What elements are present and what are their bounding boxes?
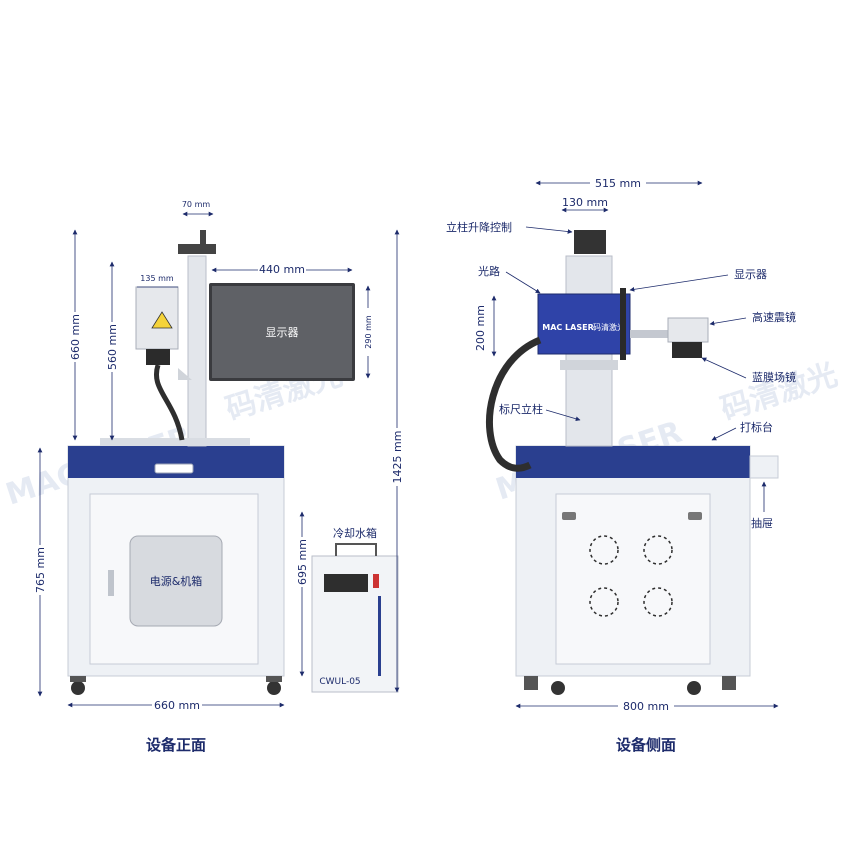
dim-chiller-height-bg [295, 537, 309, 587]
dim-column-height: 660 mm [69, 314, 82, 360]
drawer-handle [154, 463, 194, 474]
lift-handle-base [178, 244, 216, 254]
lift-handle [200, 230, 206, 246]
dim-total-height-bg [390, 428, 404, 486]
fan-2 [643, 535, 673, 565]
dim-base-width-bg [152, 697, 202, 711]
chiller-handle [335, 543, 377, 556]
label-display: 显示器 [734, 268, 767, 281]
front-foot-left [70, 676, 86, 682]
leader-lift-control [525, 226, 573, 234]
dim-side-top-width-bg [590, 176, 646, 190]
side-table-top [516, 446, 750, 478]
side-drawer [749, 455, 779, 479]
side-wheel-right [687, 681, 701, 695]
label-column: 标尺立柱 [499, 402, 543, 416]
dim-top-width: 70 mm [182, 200, 211, 209]
dim-display-width: 440 mm [259, 263, 305, 276]
front-view: 电源&机箱 显示器 冷却水箱 CWUL-05 70 mm 135 m [33, 200, 404, 754]
front-display-screen [212, 286, 352, 378]
dim-head-height-bg [105, 322, 119, 372]
dim-chiller-height: 695 mm [296, 539, 309, 585]
leader-optical-path [505, 271, 541, 294]
chiller-model: CWUL-05 [319, 677, 360, 687]
leader-column [545, 409, 581, 422]
dim-side-base-width: 800 mm [623, 700, 669, 713]
leader-table [711, 427, 737, 441]
column-bracket [560, 360, 618, 370]
side-foot-left [524, 676, 538, 690]
side-galvo [667, 317, 709, 343]
head-brand-en: MAC LASER [542, 323, 593, 332]
front-view-caption: 设备正面 [146, 736, 206, 754]
dim-side-head-height: 200 mm [474, 305, 487, 351]
dim-display-width-bg [258, 262, 306, 276]
door-lock [108, 570, 114, 596]
head-bracket [178, 368, 192, 380]
head-brand-cn: 码清激光 [593, 322, 625, 332]
dim-head-height: 560 mm [106, 324, 119, 370]
side-latch-right [688, 512, 702, 520]
fan-vents [589, 535, 673, 617]
side-display-edge [620, 288, 626, 360]
label-table: 打标台 [740, 420, 773, 434]
front-wheel-right [267, 681, 281, 695]
warning-icon [151, 311, 173, 329]
side-view-caption: 设备侧面 [616, 736, 676, 754]
side-cable [485, 336, 542, 472]
chiller-stripe [378, 596, 381, 676]
watermark-cn-2: 码清激光 [717, 357, 842, 427]
fan-4 [643, 587, 673, 617]
side-wheel-left [551, 681, 565, 695]
leader-field-lens [701, 357, 747, 379]
leader-display [629, 274, 729, 292]
side-foot-right [722, 676, 736, 690]
fan-1 [589, 535, 619, 565]
front-foot-right [266, 676, 282, 682]
dim-column-height-bg [68, 312, 82, 362]
dim-side-base-width-bg [618, 699, 674, 713]
chiller-indicator [373, 574, 379, 588]
front-column [187, 255, 207, 447]
dim-display-height-bg [362, 308, 374, 356]
side-laser-head [537, 293, 631, 355]
label-drawer: 抽屉 [751, 516, 773, 530]
label-optical-path: 光路 [478, 264, 500, 278]
chiller-panel [324, 574, 368, 592]
side-view: MAC LASER 码清激光 立柱升降控制 光路 显示器 高速震镜 蓝膜场镜 标… [446, 176, 796, 754]
work-plate [100, 438, 250, 446]
label-lift-control: 立柱升降控制 [446, 220, 512, 234]
dim-display-height: 290 mm [364, 315, 373, 349]
label-field-lens: 蓝膜场镜 [752, 370, 796, 384]
dim-cabinet-height: 765 mm [34, 547, 47, 593]
chiller-title: 冷却水箱 [333, 526, 377, 540]
front-cable [154, 364, 185, 441]
dim-lift-width: 130 mm [562, 196, 608, 209]
dim-base-width: 660 mm [154, 699, 200, 712]
side-field-lens [672, 342, 702, 358]
dim-cabinet-height-bg [33, 545, 47, 595]
label-galvo: 高速震镜 [752, 310, 796, 324]
front-wheel-left [71, 681, 85, 695]
dim-side-top-width: 515 mm [595, 177, 641, 190]
side-panel [555, 493, 711, 665]
power-box-window [129, 535, 223, 627]
front-laser-head [135, 286, 179, 350]
fan-3 [589, 587, 619, 617]
galvo-arm [630, 330, 670, 338]
front-display-label: 显示器 [266, 326, 299, 339]
dim-total-height: 1425 mm [391, 431, 404, 484]
front-field-lens [146, 349, 170, 365]
dim-head-width: 135 mm [140, 274, 174, 283]
power-box-label: 电源&机箱 [150, 574, 203, 588]
side-latch-left [562, 512, 576, 520]
side-lift-handle [574, 230, 606, 254]
leader-galvo [709, 317, 747, 326]
